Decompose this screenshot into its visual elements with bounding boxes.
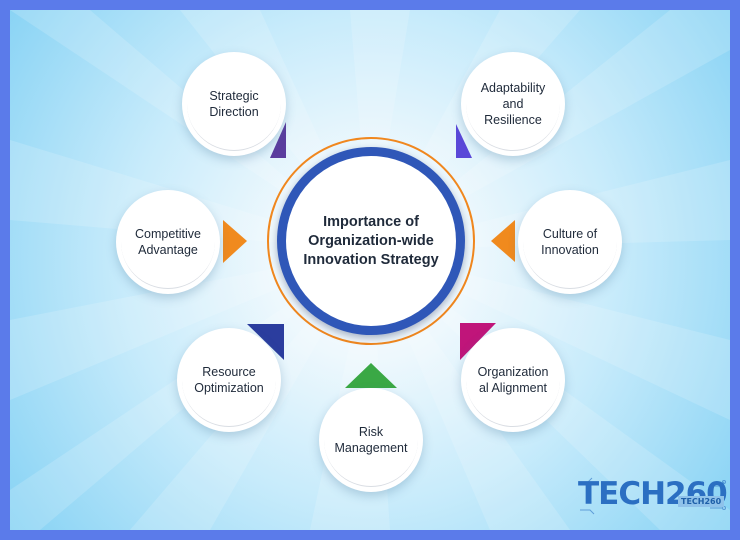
node-label-line1: Resource — [202, 365, 256, 379]
node-competitive-advantage: Competitive Advantage — [116, 190, 220, 294]
pointer-risk — [345, 363, 397, 388]
node-label-line1: Risk — [358, 425, 384, 439]
pointer-culture — [491, 220, 515, 262]
node-label-line2: Advantage — [138, 243, 198, 257]
node-risk-management: Risk Management — [319, 388, 423, 492]
node-label-line2: Direction — [209, 105, 259, 119]
node-adaptability-and-resilience: Adaptability and Resilience — [461, 52, 565, 156]
node-label-line1: Adaptability — [480, 81, 546, 95]
center-title-line2: Organization-wide — [308, 232, 434, 249]
logo-badge: TECH260 — [678, 496, 725, 507]
pointer-adaptability — [456, 124, 472, 158]
node-strategic-direction: Strategic Direction — [182, 52, 286, 156]
center-title-line3: Innovation Strategy — [303, 251, 439, 268]
pointer-competitive — [223, 220, 247, 263]
tech260-logo: TECH260 TECH260 — [578, 476, 728, 516]
pointer-strategic-direction — [270, 122, 286, 158]
node-label-line2: Innovation — [541, 243, 599, 257]
center-title: Importance of Organization-wide Innovati… — [301, 213, 441, 270]
node-resource-optimization: Resource Optimization — [177, 328, 281, 432]
center-title-line1: Importance of — [323, 213, 419, 230]
node-label-line2: Management — [334, 441, 408, 455]
node-label-line3: Resilience — [484, 113, 542, 127]
node-label-line2: Optimization — [194, 381, 264, 395]
node-label-line2: and — [502, 97, 524, 111]
node-label-line1: Competitive — [135, 227, 201, 241]
node-label-line1: Organization — [477, 365, 549, 379]
node-organizational-alignment: Organization al Alignment — [461, 328, 565, 432]
node-label-line1: Strategic — [209, 89, 259, 103]
center-title-disc: Importance of Organization-wide Innovati… — [286, 156, 456, 326]
node-label-line2: al Alignment — [478, 381, 548, 395]
diagram-canvas: Importance of Organization-wide Innovati… — [10, 10, 730, 530]
node-label-line1: Culture of — [542, 227, 598, 241]
node-culture-of-innovation: Culture of Innovation — [518, 190, 622, 294]
circuit-lines-icon — [580, 477, 726, 515]
center-orange-ring — [267, 137, 475, 345]
